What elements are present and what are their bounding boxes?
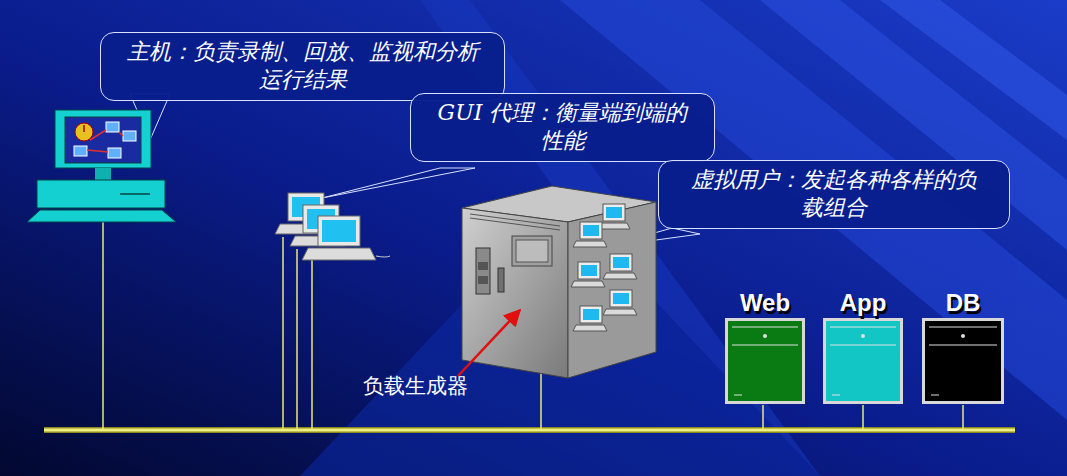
component-label: 负载生成器 (363, 374, 468, 398)
server-body (725, 318, 805, 404)
pointer-arrow (458, 310, 520, 376)
server-node: App (823, 290, 903, 404)
gui-agent-pcs (275, 193, 390, 260)
callout-bubble: GUI 代理：衡量端到端的 性能 (410, 93, 715, 162)
host-computer (27, 110, 176, 222)
server-label: App (823, 290, 903, 316)
server-node: Web (725, 290, 805, 404)
mini-pc (573, 222, 607, 247)
callout-bubble: 虚拟用户：发起各种各样的负 载组合 (658, 160, 1010, 229)
callout-text: GUI 代理：衡量端到端的 性能 (423, 99, 702, 155)
server-detail (826, 321, 900, 401)
server-node: DB (922, 290, 1004, 404)
mini-pc (571, 262, 605, 287)
server-label: DB (922, 290, 1004, 316)
server-detail (925, 321, 1001, 401)
callout-bubble: 主机：负责录制、回放、监视和分析 运行结果 (100, 32, 505, 101)
server-body (922, 318, 1004, 404)
server-label: Web (725, 290, 805, 316)
mini-pc (603, 254, 637, 279)
callout-text: 主机：负责录制、回放、监视和分析 运行结果 (113, 38, 492, 94)
server-body (823, 318, 903, 404)
callout-text: 虚拟用户：发起各种各样的负 载组合 (671, 166, 997, 222)
virtual-user-pcs (571, 204, 637, 331)
mini-pc (573, 306, 607, 331)
mini-pc (603, 290, 637, 315)
load-generator (458, 186, 656, 378)
server-detail (728, 321, 802, 401)
